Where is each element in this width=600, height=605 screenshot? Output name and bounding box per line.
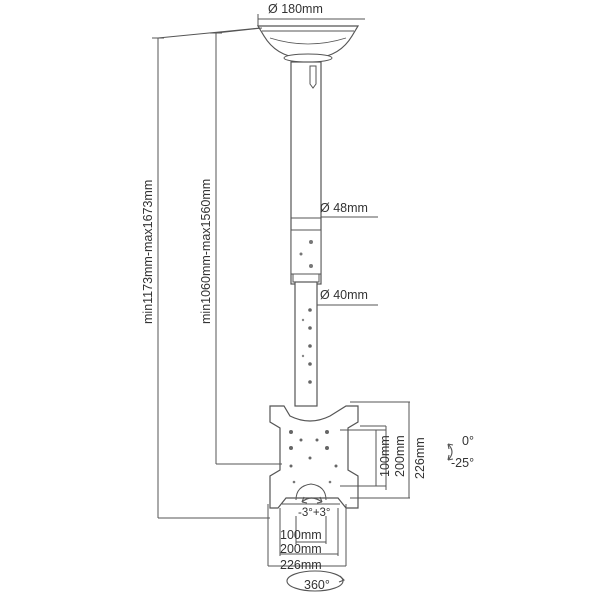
pan-rotation-indicator — [286, 570, 345, 592]
tilt-arrow — [447, 443, 454, 461]
vesa-h-100-label: 100mm — [280, 528, 322, 542]
total-height-label: min1173mm-max1673mm — [141, 180, 155, 324]
outer-tube-diameter-dimension: Ø 48mm — [320, 201, 378, 218]
vesa-h-200-label: 200mm — [280, 542, 322, 556]
vesa-v-100-label: 100mm — [378, 435, 392, 477]
vesa-h-226-label: 226mm — [280, 558, 322, 572]
tube-height-dimension — [210, 27, 282, 465]
tilt-bottom-label: -25° — [451, 456, 474, 470]
swivel-rotation-arrow — [301, 496, 323, 504]
plate-diameter-dimension: Ø 180mm — [257, 2, 365, 26]
tilt-top-label: 0° — [462, 434, 474, 448]
outer-tube-diameter-label: Ø 48mm — [320, 201, 368, 215]
vesa-plate — [269, 405, 359, 509]
outer-tube — [290, 61, 322, 285]
pan-rotation-label: 360° — [304, 578, 330, 592]
inner-tube-diameter-label: Ø 40mm — [320, 288, 368, 302]
plate-diameter-label: Ø 180mm — [268, 2, 323, 16]
vesa-horizontal-dimensions — [267, 504, 347, 567]
tube-height-label: min1060mm-max1560mm — [199, 179, 213, 324]
vesa-vertical-dimensions — [340, 401, 410, 499]
vesa-v-200-label: 200mm — [393, 435, 407, 477]
swivel-rotation-label: -3°+3° — [298, 507, 331, 519]
inner-tube-diameter-dimension: Ø 40mm — [317, 288, 378, 306]
ceiling-plate — [256, 25, 360, 63]
vesa-v-226-label: 226mm — [413, 437, 427, 479]
inner-tube — [294, 281, 318, 407]
